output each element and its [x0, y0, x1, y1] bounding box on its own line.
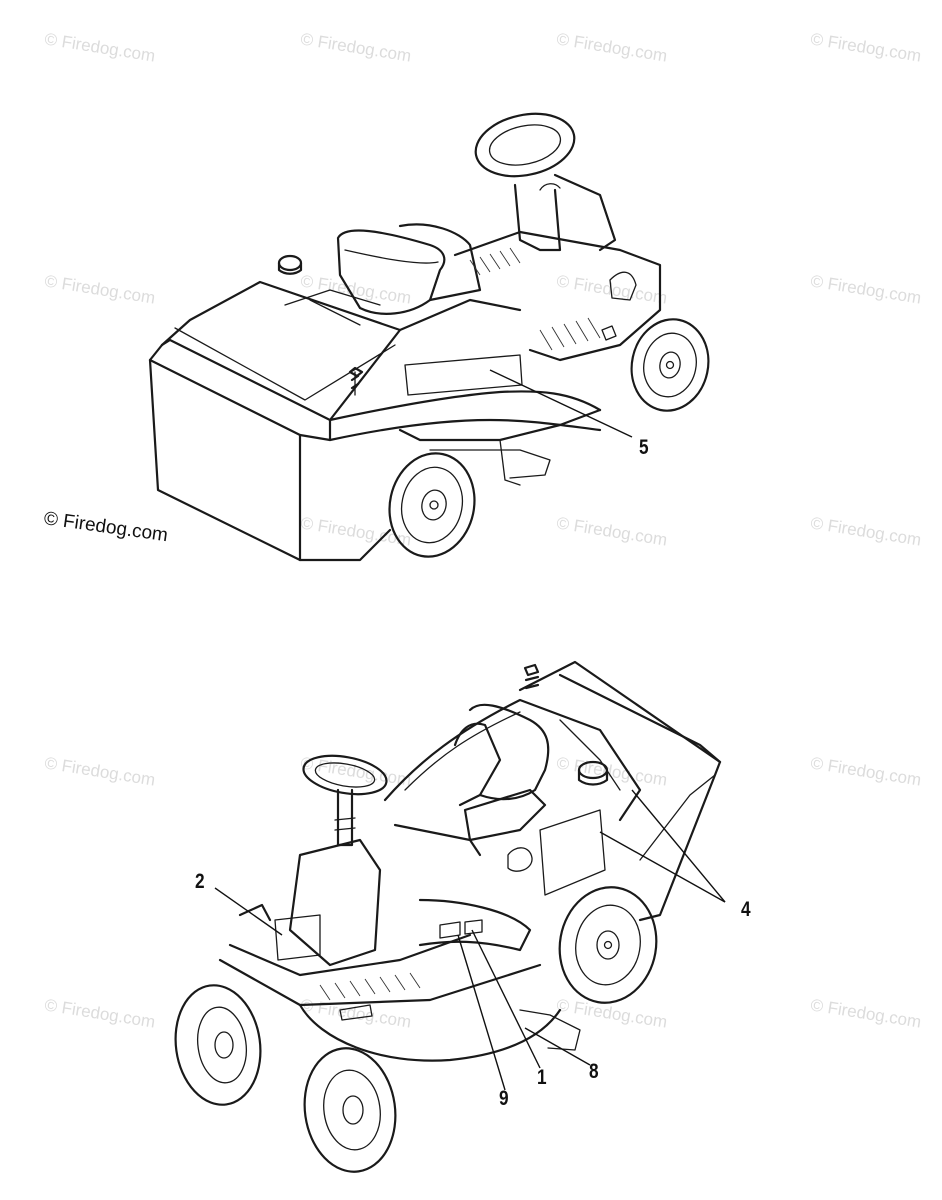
- callout-1: 1: [537, 1066, 547, 1089]
- bottom-mower-drawing: [174, 660, 726, 1173]
- top-mower-drawing: [148, 112, 710, 562]
- callout-4: 4: [741, 898, 751, 921]
- callout-2: 2: [195, 870, 205, 893]
- callout-9: 9: [499, 1087, 509, 1110]
- callout-8: 8: [589, 1060, 599, 1083]
- callout-5: 5: [639, 436, 649, 459]
